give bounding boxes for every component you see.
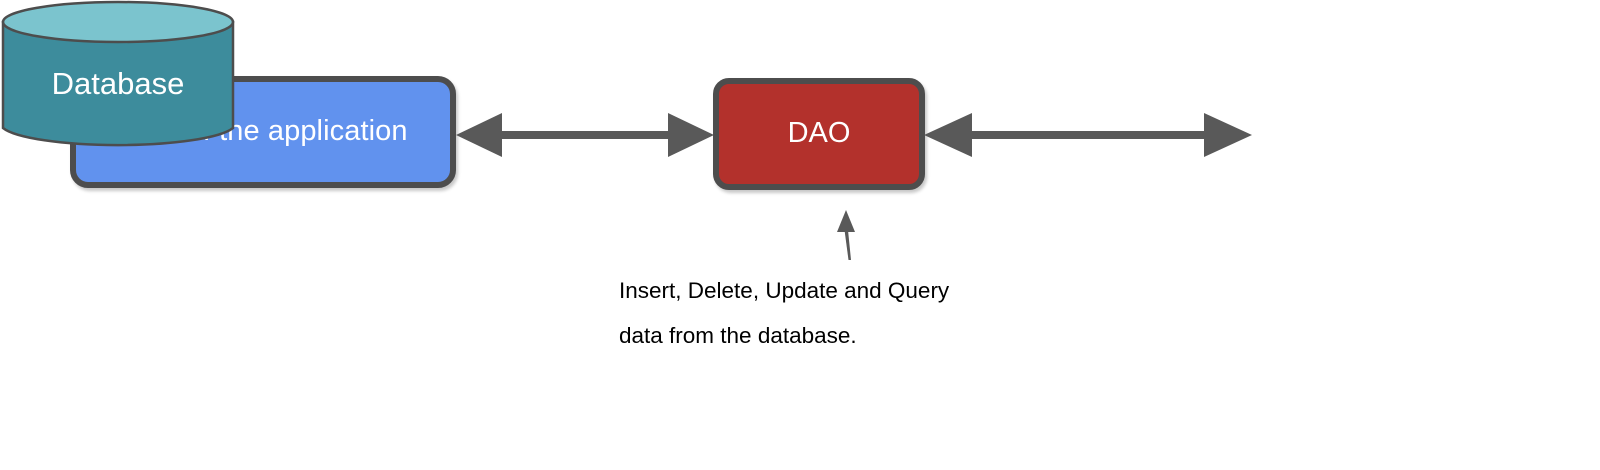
arrowhead-up-icon — [837, 210, 855, 232]
database-cylinder-icon — [1, 0, 235, 147]
connector-shaft — [500, 131, 670, 139]
connector-rest-to-dao — [456, 113, 714, 157]
arrowhead-left-icon — [456, 113, 502, 157]
node-database[interactable]: Database — [0, 0, 236, 150]
connector-shaft — [844, 230, 851, 260]
connector-shaft — [970, 131, 1206, 139]
node-dao[interactable]: DAO — [713, 78, 925, 190]
connector-dao-to-database — [924, 113, 1252, 157]
arrowhead-left-icon — [924, 113, 972, 157]
node-dao-label: DAO — [787, 117, 851, 150]
arrowhead-right-icon — [668, 113, 714, 157]
cylinder-top — [1, 0, 235, 44]
arrowhead-right-icon — [1204, 113, 1252, 157]
annotation-dao-responsibilities: Insert, Delete, Update and Query data fr… — [619, 278, 950, 348]
connector-annotation-to-dao — [837, 210, 855, 260]
cylinder-body — [1, 20, 235, 147]
